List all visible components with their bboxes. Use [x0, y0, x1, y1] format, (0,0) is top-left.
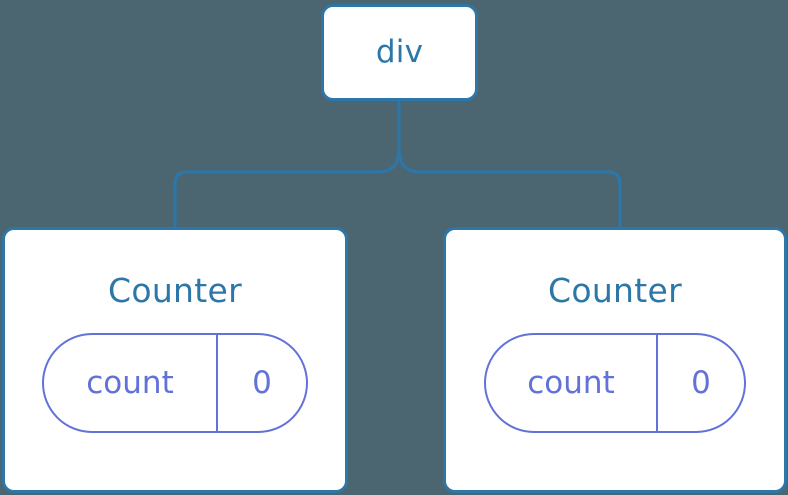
- node-div-label: div: [375, 34, 424, 70]
- component-name-label: Counter: [548, 271, 682, 310]
- component-name-label: Counter: [108, 271, 242, 310]
- node-div[interactable]: div: [321, 4, 478, 101]
- state-pill-count-1[interactable]: count 0: [484, 333, 746, 433]
- node-counter-0[interactable]: Counter count 0: [2, 227, 348, 493]
- state-key-label: count: [486, 335, 658, 431]
- state-value-label: 0: [252, 364, 272, 401]
- node-counter-1[interactable]: Counter count 0: [443, 227, 787, 493]
- state-value-label: 0: [691, 364, 711, 401]
- connector-to-left-child: [173, 146, 401, 231]
- state-key-label: count: [44, 335, 218, 431]
- state-pill-count-0[interactable]: count 0: [42, 333, 308, 433]
- connector-to-right-child: [397, 99, 622, 231]
